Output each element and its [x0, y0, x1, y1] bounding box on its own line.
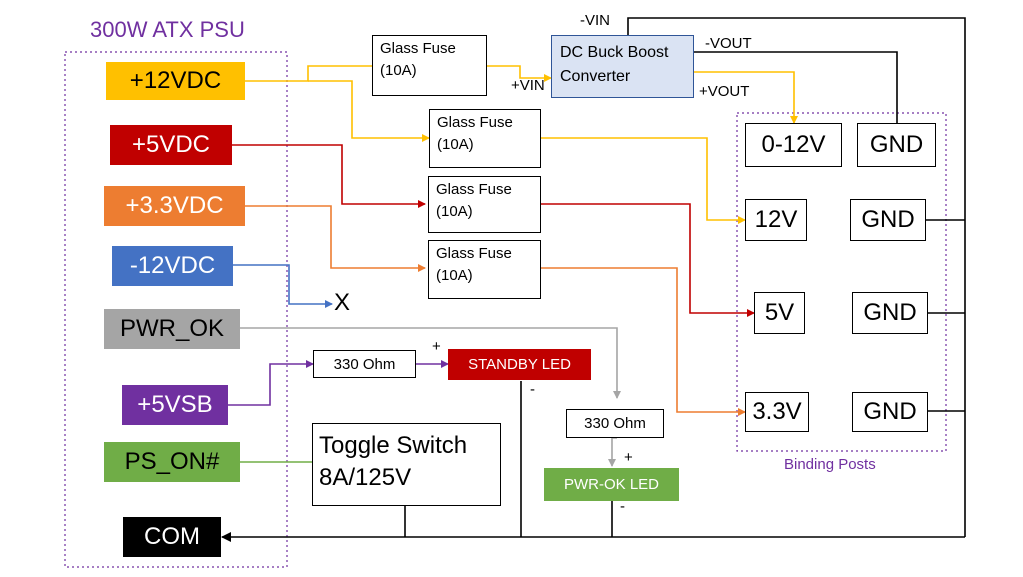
- wire-3v3-out: [541, 267, 746, 416]
- rail-com: COM: [123, 517, 221, 557]
- wire-5v-out: [541, 203, 755, 317]
- wire-pwrok: [240, 327, 621, 399]
- wire-vin-neg: [627, 17, 966, 537]
- standby-led: STANDBY LED: [448, 349, 591, 380]
- wire-fuse2-to-12v: [541, 137, 746, 224]
- binding-post-gnd-4: GND: [852, 392, 928, 432]
- rail-pwr-ok: PWR_OK: [104, 309, 240, 349]
- glass-fuse-2: Glass Fuse (10A): [429, 109, 541, 168]
- binding-post-gnd-1: GND: [857, 123, 936, 167]
- glass-fuse-1: Glass Fuse (10A): [372, 35, 487, 96]
- fuse-3-line1: Glass Fuse: [436, 181, 512, 198]
- binding-post-0-12v: 0-12V: [745, 123, 842, 167]
- wire-n12v: [233, 264, 333, 308]
- toggle-switch: Toggle Switch 8A/125V: [312, 423, 501, 506]
- wire-5vsb: [228, 360, 314, 406]
- rail-ps-on: PS_ON#: [104, 442, 240, 482]
- converter-line1: DC Buck Boost: [560, 44, 669, 61]
- glass-fuse-4: Glass Fuse (10A): [428, 240, 541, 299]
- fuse-2-line1: Glass Fuse: [437, 114, 513, 131]
- wire-res2-to-led: [608, 437, 617, 467]
- binding-posts-enclosure: [736, 112, 947, 452]
- rail-12vdc: +12VDC: [106, 62, 245, 100]
- resistor-330-ohm-2: 330 Ohm: [566, 409, 664, 438]
- converter-vout-pos-label: +VOUT: [699, 83, 750, 100]
- standby-led-plus: +: [432, 338, 441, 355]
- fuse-2-line2: (10A): [437, 136, 474, 153]
- binding-post-5v: 5V: [754, 292, 805, 334]
- wire-5v-in: [232, 144, 426, 208]
- binding-post-3v3: 3.3V: [745, 392, 809, 432]
- pwr-ok-led: PWR-OK LED: [544, 468, 679, 501]
- converter-vin-neg-label: -VIN: [580, 12, 610, 29]
- binding-post-gnd-2: GND: [850, 199, 926, 241]
- standby-led-minus: -: [530, 381, 535, 398]
- binding-post-gnd-3: GND: [852, 292, 928, 334]
- pwr-ok-led-minus: -: [620, 498, 625, 515]
- fuse-1-line2: (10A): [380, 62, 417, 79]
- rail-n12vdc: -12VDC: [112, 246, 233, 286]
- rail-5vsb: +5VSB: [122, 385, 228, 425]
- fuse-4-line2: (10A): [436, 267, 473, 284]
- wire-fuse1-to-vin: [487, 65, 552, 82]
- binding-post-12v: 12V: [745, 199, 807, 241]
- wire-vout-to-0-12v: [694, 71, 798, 124]
- glass-fuse-3: Glass Fuse (10A): [428, 176, 541, 233]
- unconnected-mark: X: [334, 289, 351, 316]
- buck-boost-converter: DC Buck Boost Converter: [551, 35, 694, 98]
- binding-posts-title: Binding Posts: [784, 456, 876, 473]
- toggle-switch-line2: 8A/125V: [319, 464, 412, 491]
- rail-3v3dc: +3.3VDC: [104, 186, 245, 226]
- converter-vin-pos-label: +VIN: [511, 77, 545, 94]
- resistor-330-ohm-1: 330 Ohm: [313, 350, 416, 378]
- converter-vout-neg-label: -VOUT: [705, 35, 752, 52]
- converter-line2: Converter: [560, 68, 631, 85]
- toggle-switch-line1: Toggle Switch: [319, 432, 468, 459]
- wire-vout-neg: [694, 51, 898, 123]
- psu-enclosure: [64, 51, 288, 568]
- fuse-1-line1: Glass Fuse: [380, 40, 456, 57]
- wire-12v-branch: [308, 80, 430, 142]
- wire-12v-main: [245, 65, 372, 82]
- wire-3v3-in: [245, 205, 426, 272]
- pwr-ok-led-plus: +: [624, 449, 633, 466]
- fuse-3-line2: (10A): [436, 203, 473, 220]
- psu-title: 300W ATX PSU: [90, 17, 245, 42]
- fuse-4-line1: Glass Fuse: [436, 245, 512, 262]
- rail-5vdc: +5VDC: [110, 125, 232, 165]
